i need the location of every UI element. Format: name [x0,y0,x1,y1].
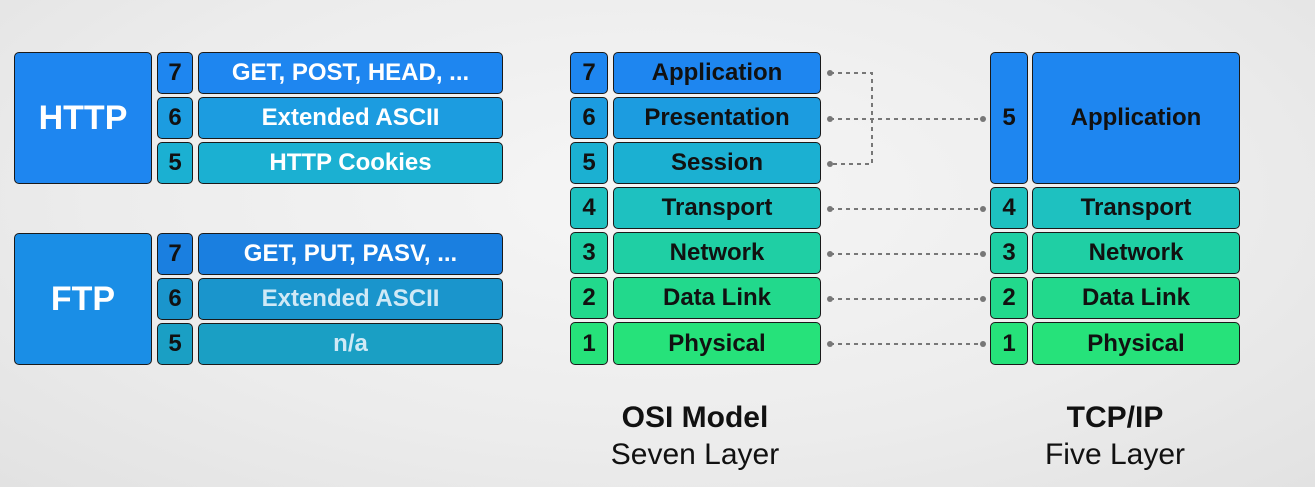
connector-dot-7 [827,70,833,76]
tcpip-caption: TCP/IP Five Layer [995,400,1235,474]
ftp-layer-7-text: GET, PUT, PASV, ... [198,233,503,275]
osi-layer-2-name: Data Link [613,277,821,319]
tcpip-layer-3-num: 3 [990,232,1028,274]
connector-dot-tcp-5 [980,116,986,122]
ftp-layer-5-text: n/a [198,323,503,365]
connector-dot-2 [827,296,833,302]
osi-title: OSI Model [621,401,769,434]
ftp-layer-7-num: 7 [157,233,193,275]
ftp-protocol-box: FTP [14,233,152,365]
tcpip-layer-1-name: Physical [1032,322,1240,365]
osi-caption: OSI Model Seven Layer [575,400,815,474]
osi-layer-1-num: 1 [570,322,608,365]
tcpip-layer-3-name: Network [1032,232,1240,274]
tcpip-layer-4-num: 4 [990,187,1028,229]
connector-dot-3 [827,251,833,257]
osi-layer-6-num: 6 [570,97,608,139]
http-layer-7-text: GET, POST, HEAD, ... [198,52,503,94]
ftp-layer-5-num: 5 [157,323,193,365]
osi-layer-3-num: 3 [570,232,608,274]
tcpip-subtitle: Five Layer [1044,438,1186,471]
http-label: HTTP [38,98,128,137]
osi-layer-5-num: 5 [570,142,608,184]
connector-dot-tcp-2 [980,296,986,302]
http-layer-6-text: Extended ASCII [198,97,503,139]
osi-layer-7-name: Application [613,52,821,94]
http-layer-6-num: 6 [157,97,193,139]
osi-layer-6-name: Presentation [613,97,821,139]
http-layer-5-text: HTTP Cookies [198,142,503,184]
connector-dot-1 [827,341,833,347]
tcpip-layer-2-name: Data Link [1032,277,1240,319]
tcpip-layer-5-num: 5 [990,52,1028,184]
ftp-layer-6-text: Extended ASCII [198,278,503,320]
osi-layer-2-num: 2 [570,277,608,319]
osi-subtitle: Seven Layer [610,438,780,471]
http-layer-7-num: 7 [157,52,193,94]
osi-layer-4-name: Transport [613,187,821,229]
connector-dot-tcp-3 [980,251,986,257]
tcpip-layer-5-name: Application [1032,52,1240,184]
osi-layer-7-num: 7 [570,52,608,94]
connector-dot-tcp-1 [980,341,986,347]
ftp-label: FTP [50,279,116,318]
osi-layer-4-num: 4 [570,187,608,229]
http-protocol-box: HTTP [14,52,152,184]
connector-dot-4 [827,206,833,212]
osi-layer-5-name: Session [613,142,821,184]
connector-dot-6 [827,116,833,122]
tcpip-layer-1-num: 1 [990,322,1028,365]
tcpip-title: TCP/IP [1066,401,1164,434]
osi-layer-1-name: Physical [613,322,821,365]
osi-layer-3-name: Network [613,232,821,274]
connector-dot-5 [827,161,833,167]
ftp-layer-6-num: 6 [157,278,193,320]
tcpip-layer-2-num: 2 [990,277,1028,319]
connector-osi-7-bracket [830,72,873,165]
connector-dot-tcp-4 [980,206,986,212]
tcpip-layer-4-name: Transport [1032,187,1240,229]
http-layer-5-num: 5 [157,142,193,184]
